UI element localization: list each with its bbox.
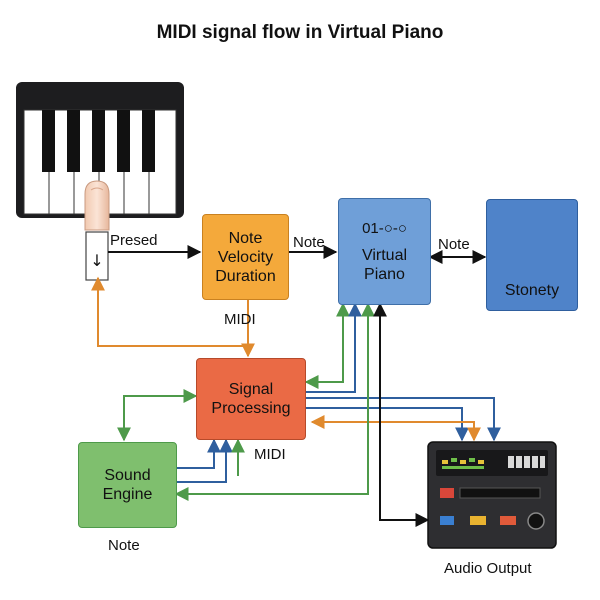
- arrow-engine-to-processing-blue: [176, 438, 221, 469]
- audio-output-device: [427, 441, 557, 549]
- arrow-engine-to-processing-blue-2: [176, 438, 233, 483]
- orange-button-icon: [500, 516, 516, 525]
- pressing-finger-icon: [84, 180, 110, 231]
- piano-line: Piano: [364, 266, 405, 283]
- fader-strip: [459, 487, 541, 499]
- indicator-label: 01-○-○: [362, 220, 407, 237]
- red-button-icon: [440, 488, 454, 498]
- sound-line: Sound: [104, 467, 151, 484]
- arrow-piano-engine-green: [174, 302, 375, 501]
- connectors: [91, 245, 501, 527]
- arrow-piano-processing-blue: [306, 302, 362, 393]
- arrow-processing-to-output-blue-2: [306, 407, 469, 442]
- midi-edge-label-bottom: MIDI: [254, 446, 286, 463]
- arrow-piano-to-output: [373, 302, 430, 527]
- down-arrow-icon: ↓: [90, 251, 103, 270]
- diagram-title: MIDI signal flow in Virtual Piano: [156, 22, 444, 43]
- engine-line: Engine: [102, 486, 153, 503]
- stonety-label: Stonety: [504, 282, 560, 299]
- note-edge-label-bottom: Note: [108, 537, 140, 554]
- velocity-line: Velocity: [217, 248, 274, 266]
- arrow-processing-to-output-blue: [306, 397, 501, 442]
- virtual-line: Virtual: [361, 247, 408, 264]
- sound-engine-box: Sound Engine: [78, 442, 177, 528]
- yellow-button-icon: [470, 516, 486, 525]
- note-edge-label-top: Note: [293, 234, 325, 251]
- duration-line: Duration: [215, 267, 276, 285]
- stonety-box: Stonety: [486, 199, 578, 311]
- note-velocity-duration-box: Note Velocity Duration: [202, 214, 289, 300]
- audio-output-label: Audio Output: [444, 560, 532, 577]
- jack-icon: [527, 512, 545, 530]
- note-line: Note: [228, 229, 263, 247]
- blue-button-icon: [440, 516, 454, 525]
- arrow-piano-processing-green: [304, 302, 350, 389]
- display-segments-icon: [508, 456, 545, 468]
- piano-keyboard-icon: [16, 82, 184, 218]
- signal-line: Signal: [228, 381, 274, 398]
- midi-edge-label-top: MIDI: [224, 311, 256, 328]
- note-edge-label-right: Note: [438, 236, 470, 253]
- arrow-processing-engine-green: [117, 389, 198, 442]
- processing-line: Processing: [211, 400, 291, 417]
- pressed-label: Presed: [110, 232, 158, 249]
- signal-processing-box: Signal Processing: [196, 358, 306, 440]
- arrow-output-processing-orange: [310, 415, 481, 442]
- virtual-piano-box: 01-○-○ Virtual Piano: [338, 198, 431, 305]
- level-meter-icon: [442, 458, 484, 469]
